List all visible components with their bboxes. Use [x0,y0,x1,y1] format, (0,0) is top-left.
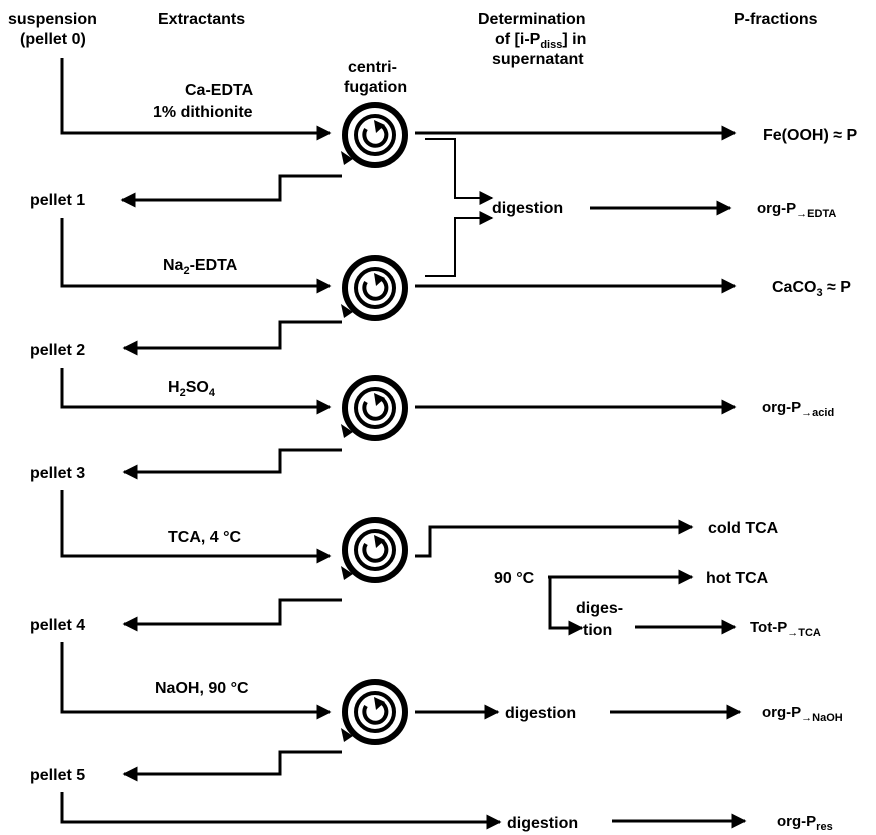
arrow-to-pellet-2 [122,320,342,356]
fraction-org-p-naoh: org-P→NaOH [762,704,843,724]
fraction-caco3: CaCO3 ≈ P [772,279,851,299]
digestion-1-label: digestion [492,200,563,217]
header-determination-line3: supernatant [492,51,584,68]
extractant-1-line1: Ca-EDTA [185,82,254,99]
diges-tion-line1: diges- [576,600,623,617]
centrifuge-1-icon [341,102,408,168]
centrifuge-4-icon [341,517,408,583]
arrow-to-digestion-1 [425,138,494,205]
heat-90-label: 90 °C [494,570,535,587]
extractant-2: Na2-EDTA [163,257,238,277]
arrow-step2-to-digestion-1 [425,211,494,277]
centrifugation-label-line2: fugation [344,79,407,96]
header-p-fractions: P-fractions [734,11,818,28]
arrow-to-cold-tca [415,519,694,558]
arrow-pellet-4-to-centrifuge-5 [60,642,332,720]
step-residual: digestion org-Pres [60,792,833,833]
column-headers: suspension (pellet 0) Extractants Determ… [8,11,818,68]
pellet-4-label: pellet 4 [30,617,85,634]
centrifuge-3-icon [341,375,408,441]
step-5: NaOH, 90 °C digestion org-P→NaOH pellet … [30,642,843,784]
fraction-org-p-res: org-Pres [777,813,833,833]
diges-tion-line2: tion [583,622,612,639]
digestion-2-label: digestion [505,705,576,722]
arrow-to-pellet-5 [122,750,342,782]
arrow-to-pellet-1 [120,174,342,208]
step-3: H2SO4 org-P→acid pellet 3 [30,368,834,482]
fraction-hot-tca: hot TCA [706,570,769,587]
step-1: Ca-EDTA 1% dithionite Fe(OOH) ≈ P digest… [30,58,857,277]
pellet-5-label: pellet 5 [30,767,85,784]
digestion-3-label: digestion [507,815,578,832]
step-4: TCA, 4 °C cold TCA 90 °C hot TCA diges- … [30,490,821,639]
arrow-pellet-2-to-centrifuge-3 [60,368,332,415]
extractant-1-line2: 1% dithionite [153,104,253,121]
centrifugation-label-line1: centri- [348,59,397,76]
fraction-tot-p-tca: Tot-P→TCA [750,619,821,639]
arrow-pellet-5-to-digestion [60,792,502,830]
pellet-3-label: pellet 3 [30,465,85,482]
fraction-org-p-acid: org-P→acid [762,399,834,419]
step-2: Na2-EDTA CaCO3 ≈ P pellet 2 [30,218,851,359]
header-suspension-line1: suspension [8,11,97,28]
arrow-to-pellet-3 [122,448,342,480]
pellet-1-label: pellet 1 [30,192,85,209]
header-determination-line1: Determination [478,11,586,28]
fraction-fe-ooh: Fe(OOH) ≈ P [763,127,857,144]
pellet-2-label: pellet 2 [30,342,85,359]
arrow-to-diges-tion [548,577,584,636]
arrow-pellet-3-to-centrifuge-4 [60,490,332,564]
header-determination-line2: of [i-Pdiss] in [495,31,586,51]
arrow-pellet-1-to-centrifuge-2 [60,218,332,294]
header-suspension-line2: (pellet 0) [20,31,86,48]
extractant-5: NaOH, 90 °C [155,680,249,697]
header-extractants: Extractants [158,11,245,28]
arrow-suspension-to-centrifuge-1 [60,58,332,141]
extractant-3: H2SO4 [168,379,216,399]
arrow-to-pellet-4 [122,598,342,632]
fraction-org-p-edta: org-P→EDTA [757,200,836,220]
centrifuge-5-icon [341,679,408,745]
centrifuge-2-icon [341,255,408,321]
extractant-4: TCA, 4 °C [168,529,242,546]
fraction-cold-tca: cold TCA [708,520,779,537]
